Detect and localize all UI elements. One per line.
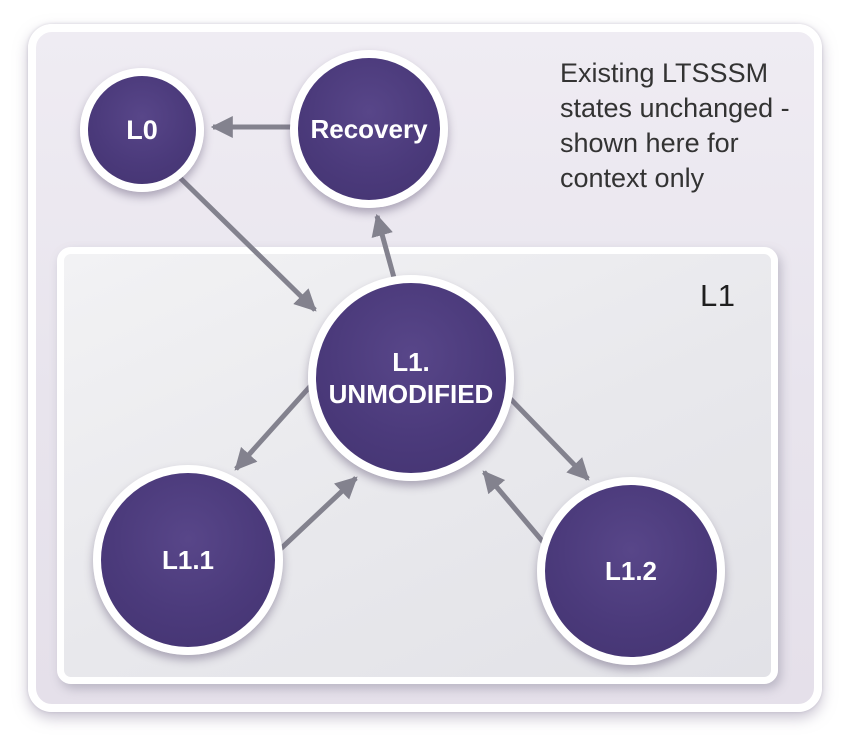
state-node-l1-2: L1.2 <box>537 477 725 665</box>
state-label: L0 <box>126 114 158 145</box>
l1-box-label: L1 <box>700 278 736 313</box>
annotation-note: Existing LTSSSM states unchanged - shown… <box>560 56 790 196</box>
state-label: L1.1 <box>161 544 215 575</box>
state-label-line1: L1. <box>392 347 430 377</box>
annotation-line: Existing LTSSSM <box>560 58 769 88</box>
state-node-l1-1: L1.1 <box>93 465 283 655</box>
state-label: Recovery <box>310 113 428 144</box>
state-node-recovery: Recovery <box>290 50 448 208</box>
annotation-line: states unchanged - <box>560 93 790 123</box>
state-node-l0: L0 <box>80 68 204 192</box>
annotation-line: shown here for <box>560 128 739 158</box>
state-label-line2: UNMODIFIED <box>328 379 494 409</box>
state-label: L1.2 <box>604 555 658 586</box>
annotation-line: context only <box>560 163 705 193</box>
state-node-l1-unmodified: L1. UNMODIFIED <box>308 275 514 481</box>
